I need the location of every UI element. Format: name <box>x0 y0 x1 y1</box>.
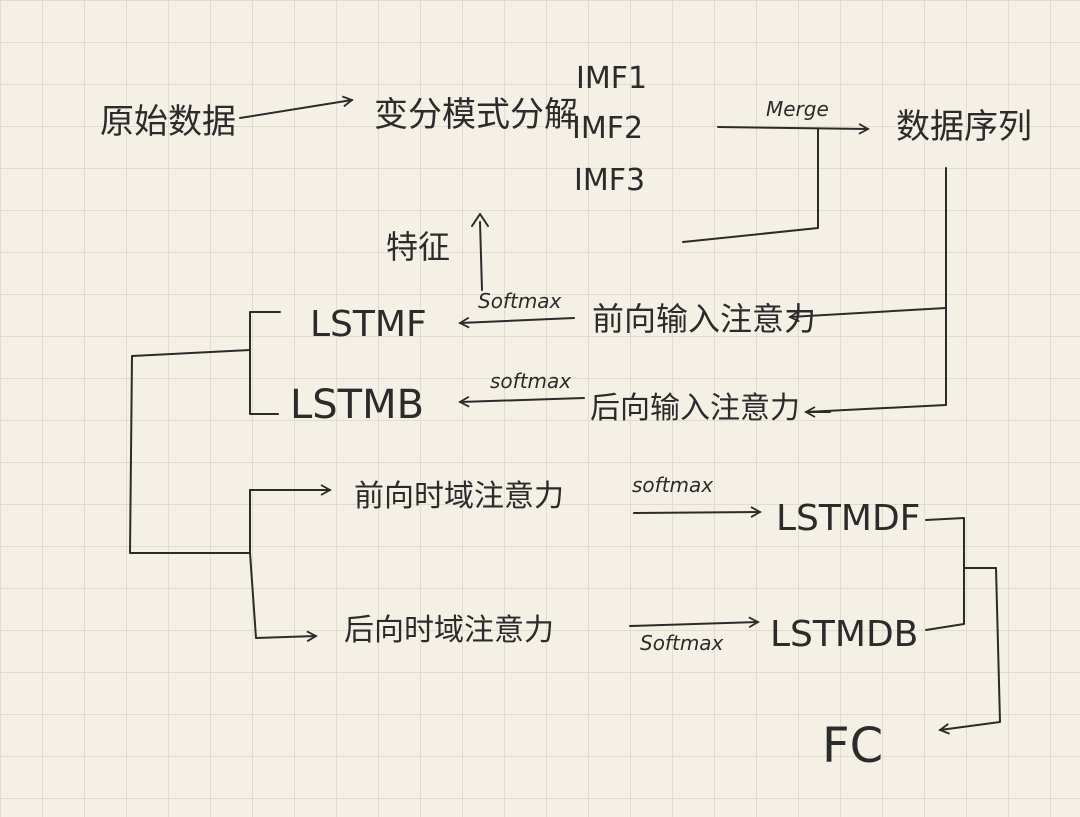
edge-lstmdf-out <box>925 517 997 569</box>
edge-merge-down <box>682 128 819 243</box>
node-vmd: 变分模式分解 <box>374 95 578 135</box>
edge-to-fc <box>938 567 1001 735</box>
edge-lstmdb-out <box>925 567 965 631</box>
edge-forward-time-to-lstmdf <box>633 506 762 518</box>
node-lstmdb: LSTMDB <box>770 614 918 655</box>
node-raw-data: 原始数据 <box>100 102 236 142</box>
edge-raw-to-vmd <box>239 95 354 119</box>
bracket-lstm <box>249 311 281 415</box>
edge-forward-input-to-lstmf <box>458 316 575 329</box>
edge-seq-to-attention <box>805 167 947 413</box>
node-forward-time-attention: 前向时域注意力 <box>354 479 564 514</box>
edge-merge-arrow <box>717 123 870 135</box>
edge-label-softmax-2: softmax <box>490 369 571 393</box>
node-fc: FC <box>822 718 883 774</box>
edge-to-backward-time <box>249 552 318 643</box>
node-backward-time-attention: 后向时域注意力 <box>344 613 554 648</box>
edge-backward-time-to-lstmdb <box>629 616 760 629</box>
node-feature: 特征 <box>386 228 450 266</box>
edge-seq-to-forward-input <box>788 307 947 323</box>
node-backward-input-attention: 后向输入注意力 <box>590 391 800 426</box>
edge-backward-input-to-lstmb <box>458 395 585 408</box>
edge-label-softmax-3: softmax <box>632 473 713 497</box>
bracket-time <box>249 489 331 554</box>
node-lstmdf: LSTMDF <box>776 498 920 539</box>
node-imf1: IMF1 <box>576 61 647 96</box>
node-forward-input-attention: 前向输入注意力 <box>592 300 816 338</box>
node-lstmf: LSTMF <box>310 304 427 345</box>
edge-label-softmax-4: Softmax <box>640 631 724 655</box>
edge-label-softmax-1: Softmax <box>478 289 562 313</box>
feature-arrow <box>471 213 489 291</box>
bracket-link <box>129 349 251 554</box>
node-imf2: IMF2 <box>572 111 643 146</box>
edge-label-merge: Merge <box>766 97 829 121</box>
node-lstmb: LSTMB <box>290 382 424 428</box>
node-imf3: IMF3 <box>574 163 645 198</box>
node-sequence: 数据序列 <box>896 107 1032 147</box>
